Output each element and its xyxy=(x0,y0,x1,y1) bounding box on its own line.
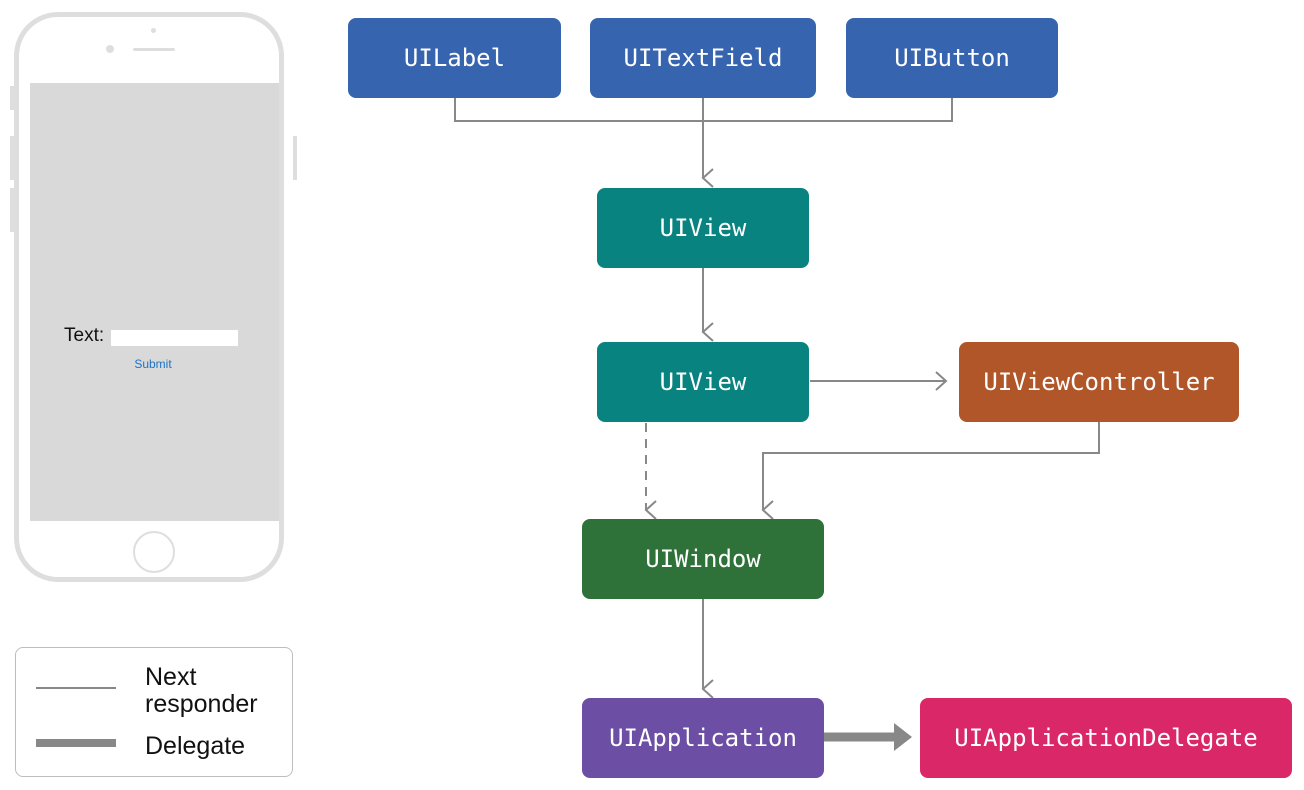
legend-next-responder-line1: Next xyxy=(145,663,197,691)
phone-screen xyxy=(30,83,279,521)
node-uiwindow: UIWindow xyxy=(582,519,824,599)
delegate-arrowhead xyxy=(894,723,912,751)
node-uiapplication: UIApplication xyxy=(582,698,824,778)
legend-delegate-line xyxy=(36,739,116,747)
legend-next-responder-line xyxy=(36,687,116,689)
phone-power-button xyxy=(293,136,297,180)
text-input[interactable] xyxy=(111,330,238,346)
node-uitextfield: UITextField xyxy=(590,18,816,98)
phone-volume-up-button xyxy=(10,136,14,180)
node-uiviewcontroller: UIViewController xyxy=(959,342,1239,422)
node-uiapplicationdelegate: UIApplicationDelegate xyxy=(920,698,1292,778)
legend-next-responder-label: Next responder xyxy=(145,664,258,718)
submit-button[interactable]: Submit xyxy=(134,357,172,371)
node-uilabel: UILabel xyxy=(348,18,561,98)
phone-volume-down-button xyxy=(10,188,14,232)
phone-home-button xyxy=(133,531,175,573)
edge-uibutton-uiview xyxy=(703,97,953,122)
legend-delegate-label: Delegate xyxy=(145,732,246,760)
edge-uilabel-uiview xyxy=(454,97,703,122)
phone-sensor-icon xyxy=(106,45,114,53)
text-label: Text: xyxy=(64,325,105,346)
node-uibutton: UIButton xyxy=(846,18,1058,98)
legend-next-responder-line2: responder xyxy=(145,690,258,718)
phone-mute-switch xyxy=(10,86,14,110)
legend xyxy=(15,647,293,777)
edge-uiviewcontroller-uiwindow xyxy=(761,422,1100,520)
node-uiview-top: UIView xyxy=(597,188,809,268)
phone-camera-icon xyxy=(151,28,156,33)
node-uiview-bottom: UIView xyxy=(597,342,809,422)
phone-speaker xyxy=(133,48,175,51)
